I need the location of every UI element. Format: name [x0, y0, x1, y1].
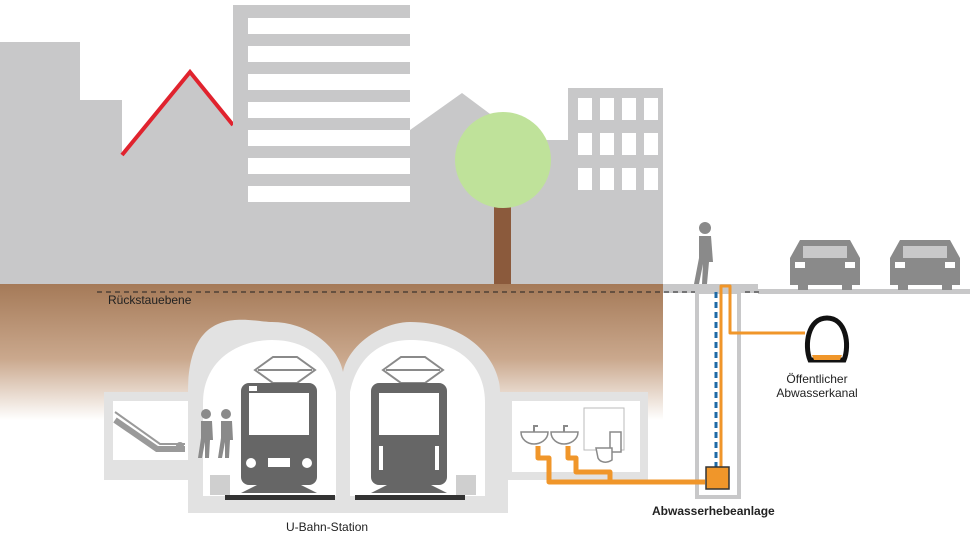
- backflow-level-label: Rückstauebene: [108, 293, 192, 307]
- sink-icon: [550, 425, 579, 445]
- public-sewer-label: Öffentlicher Abwasserkanal: [762, 372, 872, 401]
- sidewalk: [663, 284, 758, 293]
- pumping-station-label: Abwasserhebeanlage: [652, 504, 775, 518]
- escalator-icon: [113, 411, 185, 452]
- toilet-icon: [583, 407, 625, 463]
- car-icon: [890, 240, 960, 290]
- public-sewer-label-line1: Öffentlicher: [786, 372, 848, 386]
- car-icon: [790, 240, 860, 290]
- sink-icon: [520, 425, 549, 445]
- pressure-pipe: [719, 284, 805, 468]
- tree: [455, 112, 551, 285]
- public-sewer-icon: [804, 315, 850, 363]
- people-icon: [198, 409, 233, 458]
- tree-trunk: [494, 195, 511, 285]
- sewage-pipe: [535, 446, 705, 485]
- pump-icon: [705, 466, 730, 490]
- red-roof-line: [120, 68, 235, 157]
- pedestrian-icon: [694, 222, 713, 284]
- rail-left: [225, 495, 335, 500]
- rail-right: [355, 495, 465, 500]
- building-windows: [248, 18, 658, 202]
- road-surface: [758, 289, 970, 294]
- train-right: [371, 383, 447, 493]
- pump-shaft: [695, 290, 741, 499]
- train-left: [241, 383, 317, 493]
- public-sewer-label-line2: Abwasserkanal: [776, 385, 858, 400]
- tree-crown: [455, 112, 551, 208]
- station-label: U-Bahn-Station: [286, 520, 369, 534]
